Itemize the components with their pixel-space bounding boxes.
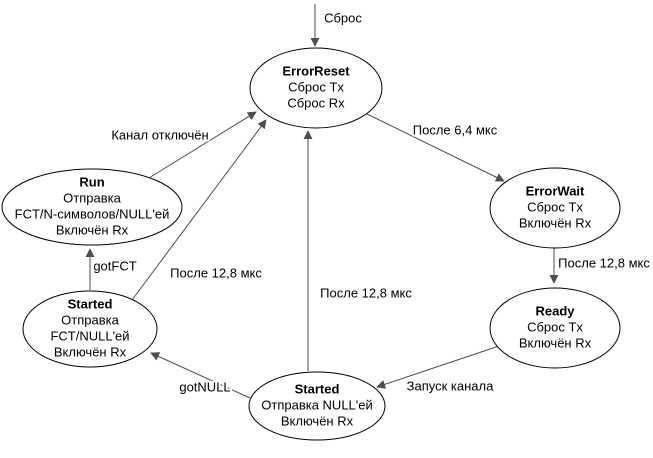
state-line-started-null: Включён Rx — [281, 413, 354, 428]
transition-label-started-fct-to-error-reset: После 12,8 мкс — [170, 265, 262, 280]
state-ellipse-run — [1, 168, 183, 246]
state-line-started-fct: Отправка — [61, 312, 119, 327]
state-title-ready: Ready — [535, 303, 575, 318]
transition-started-fct-to-error-reset — [131, 119, 267, 301]
transition-label-run-to-error-reset: Канал отключён — [111, 127, 208, 142]
state-line-ready: Включён Rx — [519, 335, 592, 350]
state-line-run: FCT/N-символов/NULL'ей — [15, 206, 170, 221]
transition-run-to-error-reset — [148, 111, 257, 179]
transition-label-initial-to-error-reset: Сброс — [324, 10, 362, 25]
transition-started-null-to-started-fct — [150, 352, 251, 399]
state-line-ready: Сброс Tx — [527, 319, 583, 334]
state-line-error-reset: Сброс Tx — [288, 79, 344, 94]
state-line-run: Включён Rx — [56, 222, 129, 237]
state-line-error-wait: Сброс Tx — [527, 199, 583, 214]
state-ellipse-started-fct — [22, 290, 158, 368]
state-line-error-reset: Сброс Rx — [287, 95, 345, 110]
state-line-run: Отправка — [63, 190, 121, 205]
state-ellipse-started-null — [248, 371, 386, 441]
state-title-started-null: Started — [295, 381, 340, 396]
transition-label-started-fct-to-run: gotFCT — [93, 258, 136, 273]
transition-error-reset-to-error-wait — [366, 113, 505, 182]
transition-label-started-null-to-error-reset: После 12,8 мкс — [320, 285, 412, 300]
transition-ready-to-started-null — [376, 345, 500, 389]
state-ellipse-ready — [489, 287, 621, 369]
state-title-error-wait: ErrorWait — [526, 183, 585, 198]
transition-label-ready-to-started-null: Запуск канала — [407, 378, 494, 393]
state-title-error-reset: ErrorReset — [282, 63, 350, 78]
state-title-started-fct: Started — [68, 296, 113, 311]
state-title-run: Run — [79, 174, 104, 189]
state-line-started-fct: FCT/NULL'ей — [50, 328, 129, 343]
state-line-started-null: Отправка NULL'ей — [261, 397, 373, 412]
edges-layer — [85, 4, 559, 399]
transition-label-error-reset-to-error-wait: После 6,4 мкс — [413, 122, 498, 137]
state-ellipse-error-wait — [489, 167, 621, 249]
transition-label-started-null-to-started-fct: gotNULL — [179, 379, 230, 394]
state-line-started-fct: Включён Rx — [54, 344, 127, 359]
state-ellipse-error-reset — [249, 47, 383, 129]
state-line-error-wait: Включён Rx — [519, 215, 592, 230]
transition-label-error-wait-to-ready: После 12,8 мкс — [558, 255, 650, 270]
state-node-run: RunОтправкаFCT/N-символов/NULL'ейВключён… — [1, 168, 183, 246]
